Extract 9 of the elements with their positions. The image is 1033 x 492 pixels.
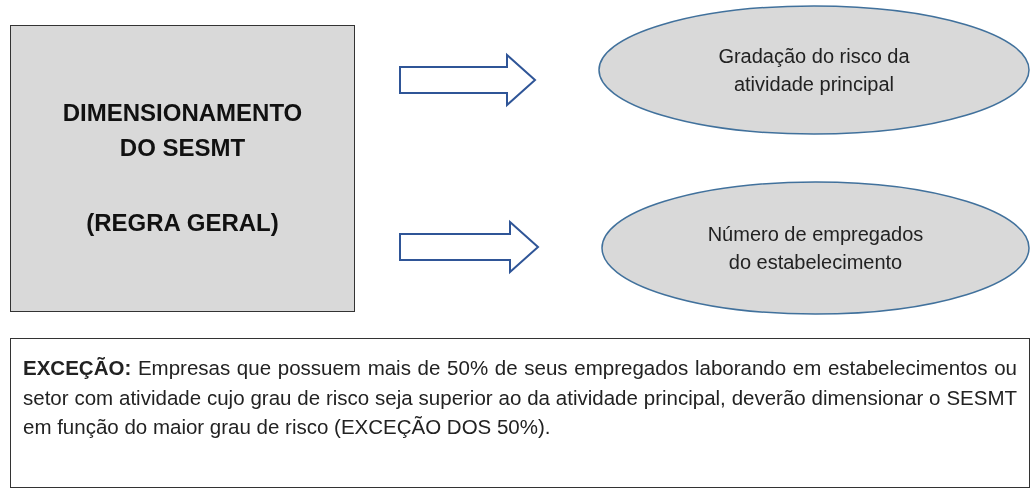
process-box xyxy=(10,25,355,312)
ellipse-text: Número de empregados do estabelecimento xyxy=(706,222,925,275)
block-arrow xyxy=(399,52,537,108)
note-box xyxy=(10,338,1030,488)
box-title: DIMENSIONAMENTO DO SESMT xyxy=(61,98,304,164)
box-title: (REGRA GERAL) xyxy=(86,207,279,238)
block-arrow xyxy=(399,219,540,275)
note-text: EXCEÇÃO: Empresas que possuem mais de 50% de seus empregados laborando em estabelecimentos ou setor com atividade cujo grau de risco seja superior ao da atividade principal, deverão dimensionar o SESMT em função do maior grau de risco (EXCEÇÃO DOS 50%). xyxy=(23,355,1017,441)
ellipse-text: Gradação do risco da atividade principal xyxy=(717,44,911,97)
